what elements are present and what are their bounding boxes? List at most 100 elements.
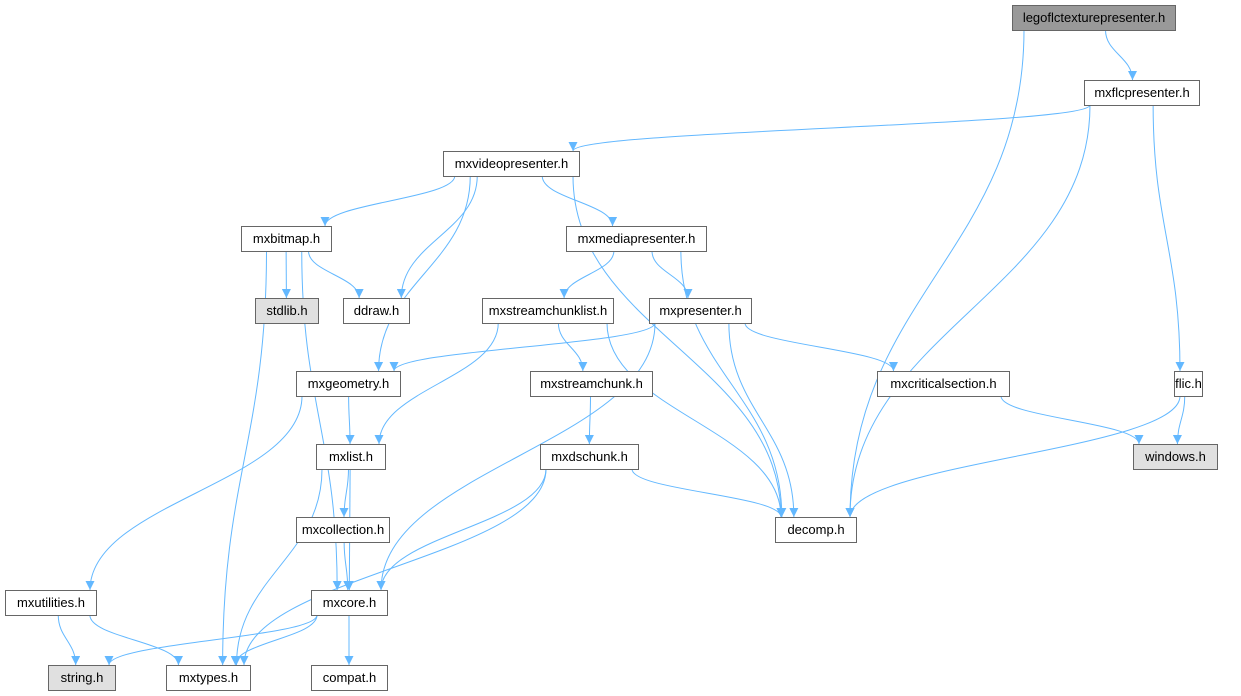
node-flic[interactable]: flic.h <box>1174 371 1203 397</box>
edge-mxutilities-to-mxtypes <box>89 614 183 666</box>
node-box <box>241 226 332 252</box>
node-box <box>1133 444 1218 470</box>
edge-mxcore-to-mxtypes <box>230 614 318 666</box>
node-box <box>296 371 401 397</box>
edge-mxlist-to-mxtypes <box>232 468 323 666</box>
edge-mxpresenter-to-mxcore <box>376 322 656 591</box>
node-label: mxlist.h <box>329 449 373 464</box>
edge-mxstreamchunklist-to-mxstreamchunk <box>557 322 588 372</box>
node-mxstreamchunklist[interactable]: mxstreamchunklist.h <box>482 298 614 324</box>
edge-mxmediapresenter-to-mxpresenter <box>651 250 693 299</box>
edge-legoflctexturepresenter-to-decomp <box>845 29 1025 518</box>
node-box <box>443 151 580 177</box>
node-box <box>5 590 97 616</box>
node-box <box>482 298 614 324</box>
edge-legoflctexturepresenter-to-mxflcpresenter <box>1105 29 1137 81</box>
node-box <box>530 371 653 397</box>
node-mxbitmap[interactable]: mxbitmap.h <box>241 226 332 252</box>
edge-mxcriticalsection-to-windows <box>1000 395 1144 445</box>
node-box <box>311 665 388 691</box>
node-label: mxvideopresenter.h <box>455 156 568 171</box>
node-label: compat.h <box>323 670 376 685</box>
edge-mxcore-to-string <box>104 614 318 666</box>
node-string: string.h <box>48 665 116 691</box>
node-box <box>877 371 1010 397</box>
node-box <box>48 665 116 691</box>
node-label: decomp.h <box>787 522 844 537</box>
node-mxdschunk[interactable]: mxdschunk.h <box>540 444 639 470</box>
node-label: mxbitmap.h <box>253 231 320 246</box>
edge-mxvideopresenter-to-mxmediapresenter <box>541 175 618 227</box>
node-ddraw[interactable]: ddraw.h <box>343 298 410 324</box>
node-windows: windows.h <box>1133 444 1218 470</box>
node-stdlib: stdlib.h <box>255 298 319 324</box>
edge-mxvideopresenter-to-ddraw <box>396 175 478 299</box>
node-mxutilities[interactable]: mxutilities.h <box>5 590 97 616</box>
edge-mxpresenter-to-mxcriticalsection <box>744 322 898 372</box>
node-box <box>540 444 639 470</box>
node-label: mxcore.h <box>323 595 376 610</box>
node-label: stdlib.h <box>266 303 307 318</box>
edge-mxlist-to-mxcollection <box>339 468 349 518</box>
node-box <box>316 444 386 470</box>
edge-flic-to-windows <box>1172 395 1186 445</box>
node-mxlist[interactable]: mxlist.h <box>316 444 386 470</box>
edge-mxdschunk-to-mxcore <box>376 468 547 591</box>
node-box <box>255 298 319 324</box>
edge-mxcollection-to-mxcore <box>343 541 353 591</box>
node-label: windows.h <box>1144 449 1206 464</box>
node-label: mxdschunk.h <box>551 449 628 464</box>
node-label: string.h <box>61 670 104 685</box>
node-mxflcpresenter[interactable]: mxflcpresenter.h <box>1084 80 1200 106</box>
edge-mxvideopresenter-to-mxgeometry <box>374 175 471 372</box>
node-label: mxcollection.h <box>302 522 384 537</box>
node-label: mxgeometry.h <box>308 376 389 391</box>
node-box <box>1084 80 1200 106</box>
node-label: mxstreamchunk.h <box>540 376 643 391</box>
node-decomp[interactable]: decomp.h <box>775 517 857 543</box>
edge-mxvideopresenter-to-mxbitmap <box>320 175 456 227</box>
edge-mxutilities-to-string <box>57 614 81 666</box>
node-box <box>343 298 410 324</box>
node-label: mxflcpresenter.h <box>1094 85 1189 100</box>
node-mxmediapresenter[interactable]: mxmediapresenter.h <box>566 226 707 252</box>
node-mxpresenter[interactable]: mxpresenter.h <box>649 298 752 324</box>
node-mxgeometry[interactable]: mxgeometry.h <box>296 371 401 397</box>
node-box <box>649 298 752 324</box>
edge-mxmediapresenter-to-mxstreamchunklist <box>559 250 615 299</box>
edge-mxpresenter-to-mxgeometry <box>389 322 656 372</box>
node-label: mxcriticalsection.h <box>890 376 996 391</box>
node-label: mxpresenter.h <box>659 303 741 318</box>
edge-mxdschunk-to-mxtypes <box>239 468 547 666</box>
node-label: mxtypes.h <box>179 670 238 685</box>
node-label: mxmediapresenter.h <box>578 231 696 246</box>
node-label: ddraw.h <box>354 303 400 318</box>
node-box <box>311 590 388 616</box>
node-mxcollection[interactable]: mxcollection.h <box>296 517 390 543</box>
node-mxstreamchunk[interactable]: mxstreamchunk.h <box>530 371 653 397</box>
node-compat[interactable]: compat.h <box>311 665 388 691</box>
edge-mxflcpresenter-to-flic <box>1152 104 1185 372</box>
node-box <box>1174 371 1203 397</box>
edge-mxdschunk-to-decomp <box>631 468 786 518</box>
node-legoflctexturepresenter[interactable]: legoflctexturepresenter.h <box>1012 5 1176 31</box>
node-mxcriticalsection[interactable]: mxcriticalsection.h <box>877 371 1010 397</box>
edge-mxstreamchunklist-to-decomp <box>606 322 786 518</box>
node-mxcore[interactable]: mxcore.h <box>311 590 388 616</box>
node-label: legoflctexturepresenter.h <box>1023 10 1165 25</box>
node-box <box>296 517 390 543</box>
edge-mxstreamchunk-to-mxdschunk <box>584 395 594 445</box>
edge-mxmediapresenter-to-decomp <box>680 250 787 518</box>
node-mxvideopresenter[interactable]: mxvideopresenter.h <box>443 151 580 177</box>
node-label: mxstreamchunklist.h <box>489 303 607 318</box>
edge-mxpresenter-to-decomp <box>728 322 799 518</box>
edge-mxgeometry-to-mxlist <box>345 395 355 445</box>
node-box <box>566 226 707 252</box>
edge-mxstreamchunklist-to-mxlist <box>374 322 499 445</box>
edge-mxflcpresenter-to-mxvideopresenter <box>568 104 1091 152</box>
edge-mxflcpresenter-to-decomp <box>845 104 1091 518</box>
node-box <box>775 517 857 543</box>
node-box <box>166 665 251 691</box>
node-mxtypes[interactable]: mxtypes.h <box>166 665 251 691</box>
